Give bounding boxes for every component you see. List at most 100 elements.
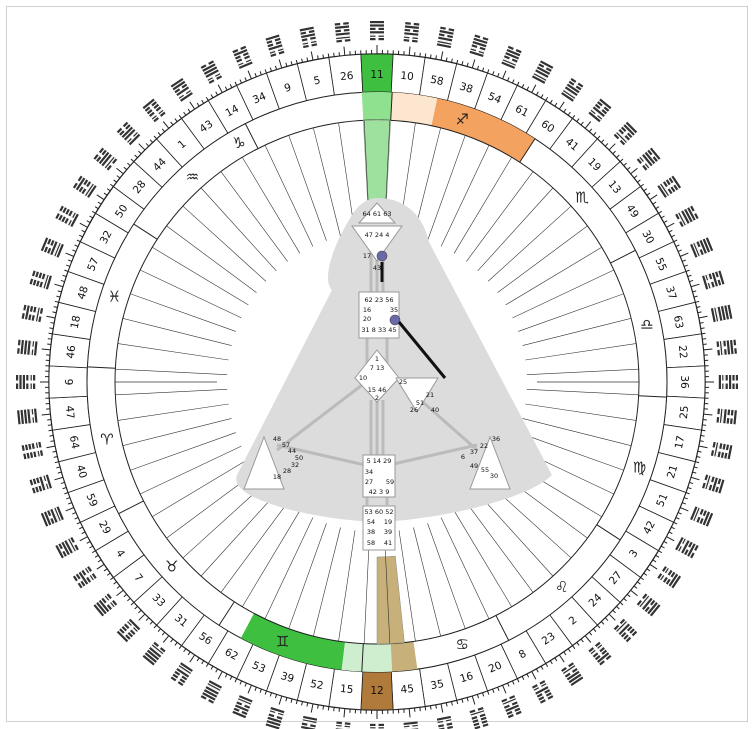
hexagram-line-broken <box>647 149 653 156</box>
hexagram-icon <box>636 147 661 171</box>
tick-mark <box>563 651 567 656</box>
hexagram-line-broken <box>570 77 577 83</box>
hexagram-icon <box>657 566 682 589</box>
hexagram-line-broken <box>31 315 35 321</box>
hexagram-line-broken <box>106 604 112 610</box>
hexagram-icon <box>334 22 351 43</box>
spoke-line <box>115 389 228 396</box>
hexagram-line-solid <box>370 24 384 27</box>
tick-mark <box>696 306 701 309</box>
hexagram-line-solid <box>142 98 155 110</box>
hexagram-line-broken <box>404 28 411 32</box>
zodiac-divider <box>118 500 144 515</box>
hexagram-line-broken <box>603 106 610 112</box>
hexagram-line-broken <box>481 720 488 724</box>
tick-mark <box>440 51 444 61</box>
tick-mark <box>492 71 495 76</box>
hexagram-line-broken <box>146 109 153 115</box>
tick-mark <box>239 79 243 84</box>
hexagram-line-broken <box>446 722 453 726</box>
hexagram-line-broken <box>274 37 281 42</box>
hexagram-line-solid <box>724 305 730 320</box>
spoke-line <box>512 269 614 319</box>
hexagram-line-broken <box>720 452 725 458</box>
hexagram-line-broken <box>185 89 192 95</box>
tick-mark <box>702 338 707 340</box>
hexagram-line-solid <box>19 375 22 389</box>
hexagram-line-broken <box>58 543 63 550</box>
zodiac-highlight-green-low <box>240 613 346 670</box>
hexagram-line-broken <box>87 566 92 572</box>
hexagram-line-broken <box>620 631 627 638</box>
tick-mark <box>476 65 480 70</box>
tick-mark <box>608 143 616 151</box>
tick-mark <box>205 96 209 101</box>
hexagram-line-broken <box>370 727 376 729</box>
spoke-line <box>130 293 236 332</box>
hexagram-line-broken <box>482 36 489 41</box>
hexagram-line-broken <box>172 673 179 679</box>
hexagram-line-solid <box>176 667 190 678</box>
hexagram-line-solid <box>702 275 709 290</box>
hexagram-line-broken <box>43 246 49 253</box>
hexagram-line-broken <box>547 695 554 700</box>
g-gate-10: 10 <box>359 374 367 382</box>
hexagram-line-broken <box>16 383 19 389</box>
spoke-line <box>313 527 341 637</box>
hexagram-line-broken <box>151 114 157 120</box>
tick-mark <box>174 641 178 646</box>
hexagram-line-broken <box>447 34 453 39</box>
hexagram-line-broken <box>590 649 597 655</box>
tick-mark <box>481 67 485 72</box>
tick-mark <box>580 638 584 643</box>
hexagram-icon <box>718 375 738 389</box>
tick-mark <box>134 605 138 610</box>
hexagram-line-solid <box>710 308 716 323</box>
hexagram-line-solid <box>128 618 141 631</box>
hexagram-icon <box>232 695 253 719</box>
hexagram-icon <box>531 680 554 704</box>
spleen-gate-48: 48 <box>273 435 281 443</box>
tick-mark <box>699 440 704 442</box>
spleen-gate-18: 18 <box>273 473 281 481</box>
spoke-line <box>122 318 232 346</box>
tick-mark <box>138 150 142 155</box>
hexagram-line-broken <box>479 46 486 51</box>
hexagram-line-broken <box>482 723 489 728</box>
tick-mark <box>673 521 678 525</box>
hexagram-line-broken <box>727 409 731 416</box>
zodiac-divider <box>87 366 116 369</box>
hexagram-line-solid <box>616 131 628 143</box>
hexagram-line-broken <box>104 595 110 602</box>
tick-mark <box>521 675 525 680</box>
throat-gates-top: 62 23 56 <box>365 296 394 304</box>
root-center <box>362 505 396 551</box>
hexagram-line-solid <box>720 306 726 321</box>
hexagram-line-broken <box>344 722 351 726</box>
gate-number: 63 <box>671 314 685 329</box>
tick-mark <box>687 486 692 490</box>
hexagram-line-solid <box>123 128 136 141</box>
hexagram-line-solid <box>27 409 31 424</box>
hexagram-line-solid <box>729 375 732 389</box>
tick-mark <box>616 154 620 159</box>
root-gates-top: 53 60 52 <box>365 508 394 516</box>
gate-number: 62 <box>223 646 240 663</box>
hexagram-line-broken <box>233 707 240 712</box>
tick-mark <box>660 545 665 549</box>
tick-mark <box>700 327 705 330</box>
spoke-line <box>453 510 512 607</box>
channel-line <box>388 443 478 467</box>
tick-mark <box>274 694 278 699</box>
hexagram-line-broken <box>23 304 27 311</box>
hexagram-line-solid <box>506 48 521 57</box>
tick-mark <box>103 192 108 196</box>
hexagram-icon <box>675 205 699 228</box>
hexagram-line-broken <box>38 316 42 323</box>
hexagram-line-broken <box>33 306 37 313</box>
spoke-line <box>505 247 602 306</box>
hexagram-line-solid <box>64 540 73 554</box>
tick-mark <box>189 654 196 663</box>
hexagram-line-broken <box>601 649 608 655</box>
tick-mark <box>285 62 288 67</box>
